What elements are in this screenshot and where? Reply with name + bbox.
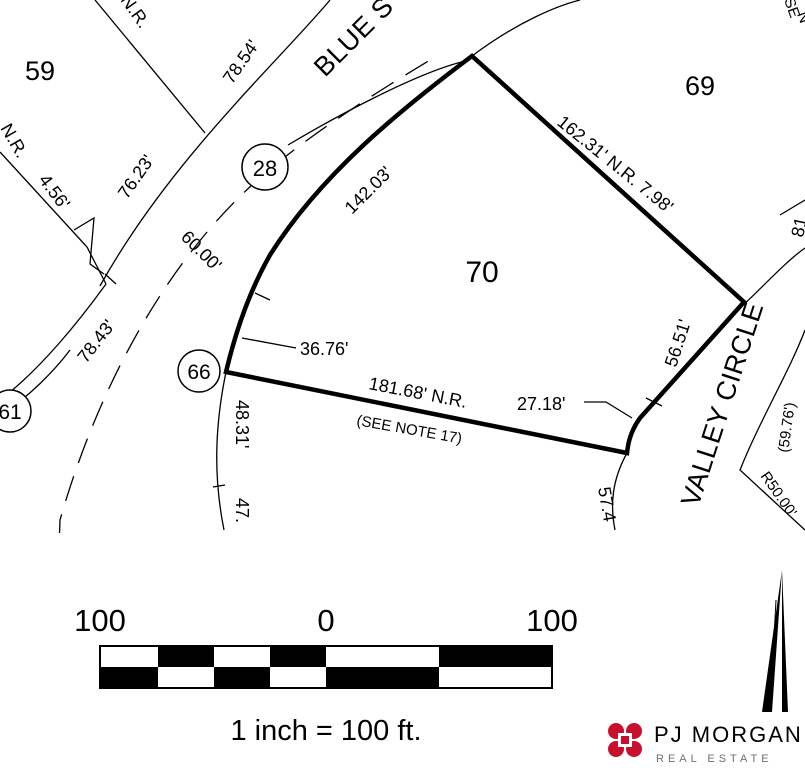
dim-2718: 27.18' (517, 394, 565, 414)
circle-66-label: 66 (187, 361, 210, 384)
dim-3676: 36.76' (300, 339, 348, 359)
north-arrow-icon (762, 570, 788, 713)
dim-r50: R50.00' (757, 469, 800, 521)
street-row-north-lower (99, 0, 331, 287)
valley-circle-edge-2 (739, 329, 805, 531)
dim-456: 4.56' (35, 170, 74, 213)
lot-line-59-top (94, 0, 206, 134)
lot-59-label: 59 (25, 56, 55, 86)
corner-n-label: N (793, 10, 805, 26)
dim-16231: 162.31' N.R. 7.98' (553, 112, 677, 218)
dim-7854: 78.54' (219, 36, 263, 87)
valley-circle-edge (741, 247, 805, 307)
dim-7843: 78.43' (73, 316, 119, 367)
circle-28-label: 28 (253, 156, 277, 181)
circle-28: 28 (241, 143, 289, 191)
circle-61-label: 61 (0, 401, 22, 424)
corner-se-label: SE (780, 0, 803, 20)
dim-18168: 181.68' N.R. (367, 373, 468, 412)
dim-47: 47. (232, 498, 252, 523)
culdesac-arc-east (611, 452, 628, 531)
pj-morgan-logo: PJ MORGAN REAL ESTATE (608, 722, 803, 765)
nr-top-label: N.R. (117, 0, 154, 32)
circle-66: 66 (177, 349, 221, 393)
dim-7623: 76.23' (114, 151, 158, 202)
lot-69-label: 69 (685, 71, 715, 101)
lot-70-label: 70 (465, 256, 498, 289)
lot-70-boundary (223, 53, 748, 456)
scale-mid-label: 0 (317, 603, 334, 638)
arc-28 (287, 59, 471, 146)
scale-right-label: 100 (526, 603, 578, 638)
scale-left-label: 100 (74, 603, 126, 638)
dim-5976: (59.76') (775, 401, 799, 453)
scale-bar: 100 0 100 1 inch = 100 ft. (74, 603, 578, 747)
street-blue-label: BLUE S (308, 0, 399, 82)
lot-line-69 (779, 199, 805, 216)
street-row-south-west (0, 283, 107, 401)
arrow-456 (73, 216, 105, 275)
dim-81: 81 (787, 215, 805, 239)
street-row-north (471, 0, 581, 57)
scale-caption: 1 inch = 100 ft. (230, 715, 421, 747)
culdesac-arc-west (216, 371, 227, 531)
arrow-3676 (241, 337, 297, 349)
dim-14203: 142.03' (341, 162, 397, 218)
dim-574: 57.4 (594, 485, 620, 523)
arrow-2718 (584, 401, 633, 419)
street-centerline (51, 59, 431, 741)
pj-morgan-logo-icon (608, 723, 642, 757)
brand-name: PJ MORGAN (654, 722, 803, 747)
circle-61: 61 (0, 389, 32, 433)
dim-6000: 60.00' (177, 227, 225, 275)
brand-tagline: REAL ESTATE (656, 753, 773, 765)
nr-left-label: N.R. (0, 120, 32, 161)
dim-4831: 48.31' (232, 400, 252, 448)
